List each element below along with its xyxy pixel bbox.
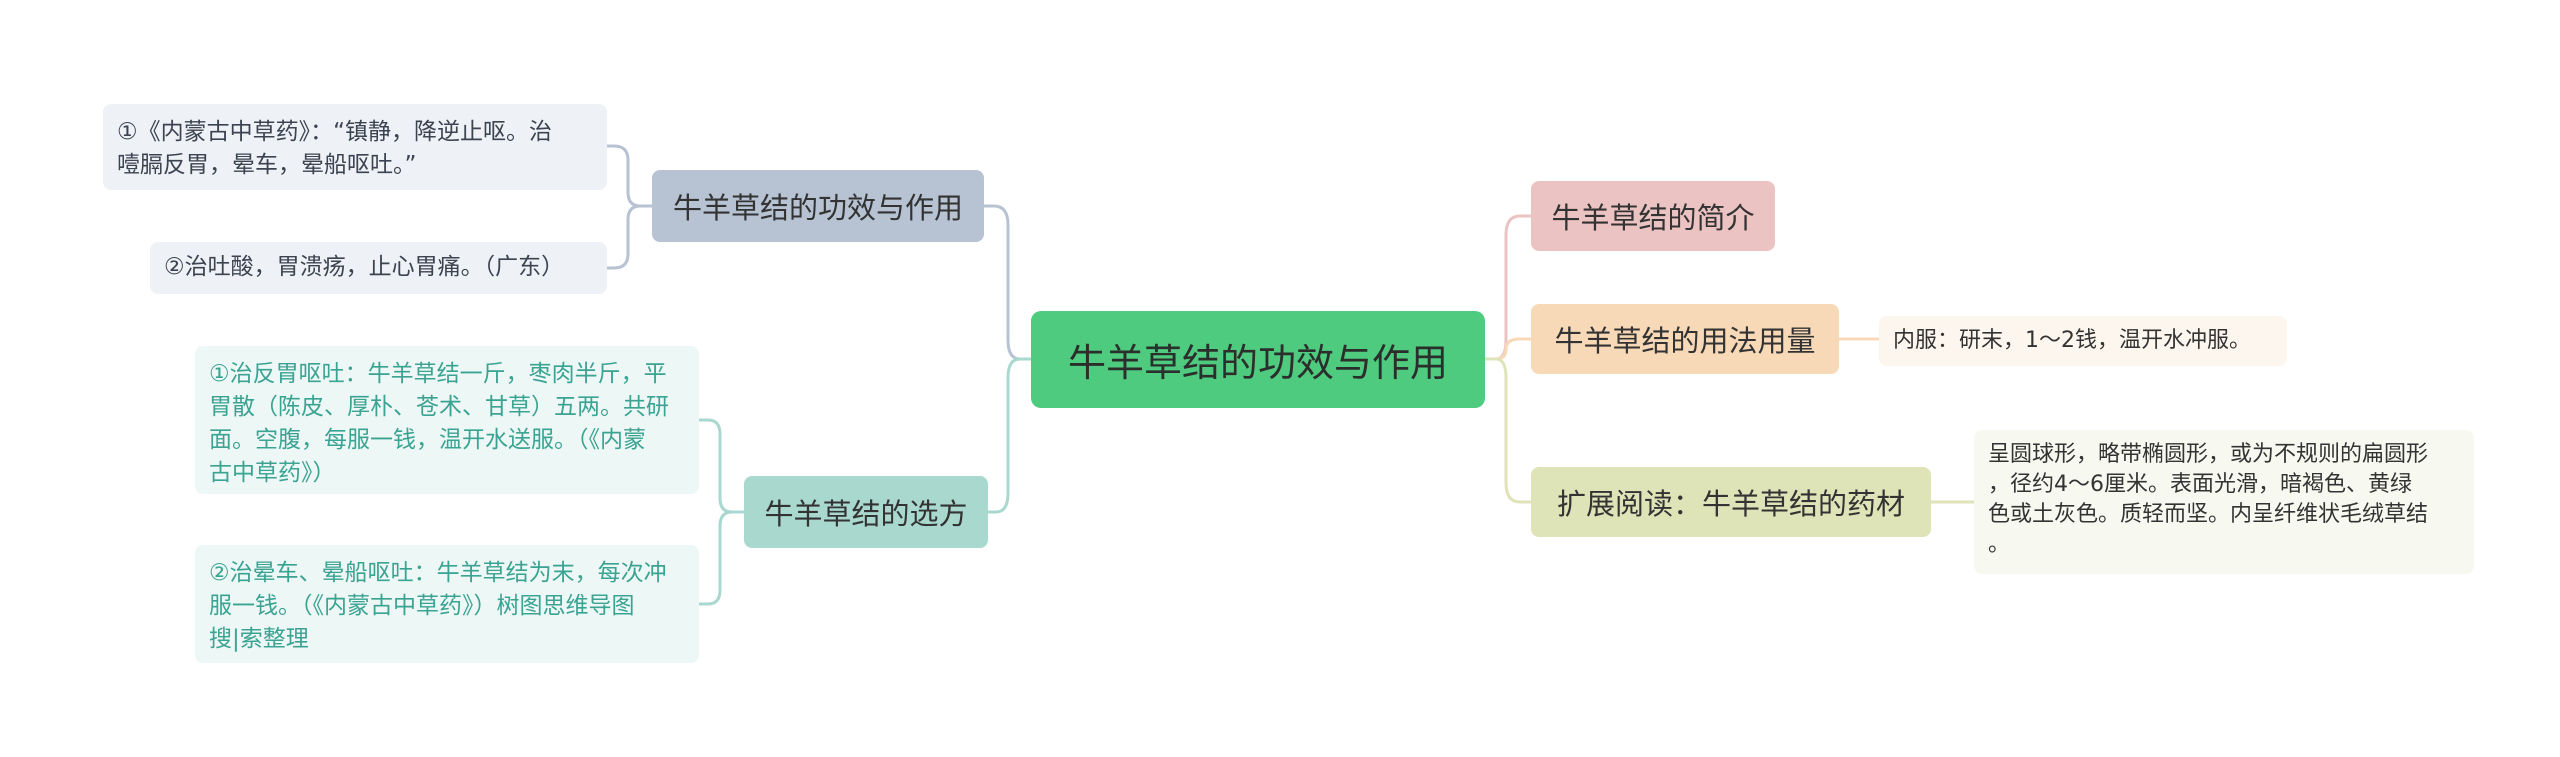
leaf-line: 呈圆球形，略带椭圆形，或为不规则的扁圆形 (1988, 442, 2429, 467)
leaf-line: 胃散（陈皮、厚朴、苍术、甘草）五两。共研 (209, 394, 669, 420)
branch-jianjie[interactable]: 牛羊草结的简介 (1531, 181, 1775, 251)
leaf-line: 色或土灰色。质轻而坚。内呈纤维状毛绒草结 (1988, 502, 2429, 527)
leaf-line: 搜|索整理 (209, 626, 309, 652)
root-topic[interactable]: 牛羊草结的功效与作用 (1031, 311, 1485, 408)
link-gongxiao-leaf2 (605, 204, 654, 270)
link-xuanfang-leaf2 (697, 510, 746, 606)
link-root-gongxiao (982, 204, 1033, 361)
link-root-xuanfang (986, 357, 1033, 514)
branch-gongxiao[interactable]: 牛羊草结的功效与作用 (652, 170, 984, 242)
branch-kuozhan[interactable]: 扩展阅读：牛羊草结的药材 (1531, 467, 1931, 537)
leaf-line: 内服：研末，1～2钱，温开水冲服。 (1893, 328, 2251, 353)
leaf-gongxiao-1[interactable]: ①《内蒙古中草药》：“镇静，降逆止呕。治 噎膈反胃，晕车，晕船呕吐。” (103, 104, 607, 190)
leaf-line: 面。空腹，每服一钱，温开水送服。（《内蒙 (209, 427, 646, 453)
leaf-line: ②治晕车、晕船呕吐：牛羊草结为末，每次冲 (209, 560, 667, 586)
leaf-line: 噎膈反胃，晕车，晕船呕吐。” (117, 152, 417, 178)
leaf-line: 古中草药》） (209, 460, 336, 486)
link-gongxiao-leaf1 (605, 144, 654, 208)
leaf-yongfa-1[interactable]: 内服：研末，1～2钱，温开水冲服。 (1879, 316, 2287, 366)
leaf-line: 。 (1988, 532, 2011, 557)
link-root-kuozhan (1483, 357, 1533, 504)
link-xuanfang-leaf1 (697, 418, 746, 514)
leaf-gongxiao-2[interactable]: ②治吐酸，胃溃疡，止心胃痛。（广东） (150, 242, 607, 294)
leaf-kuozhan-1[interactable]: 呈圆球形，略带椭圆形，或为不规则的扁圆形 ，径约4～6厘米。表面光滑，暗褐色、黄… (1974, 430, 2474, 574)
branch-xuanfang[interactable]: 牛羊草结的选方 (744, 476, 988, 548)
leaf-line: ①《内蒙古中草药》：“镇静，降逆止呕。治 (117, 119, 553, 145)
branch-yongfa[interactable]: 牛羊草结的用法用量 (1531, 304, 1839, 374)
link-root-yongfa (1483, 337, 1533, 361)
leaf-xuanfang-1[interactable]: ①治反胃呕吐：牛羊草结一斤，枣肉半斤，平 胃散（陈皮、厚朴、苍术、甘草）五两。共… (195, 346, 699, 494)
leaf-line: ，径约4～6厘米。表面光滑，暗褐色、黄绿 (1988, 472, 2412, 497)
leaf-line: ①治反胃呕吐：牛羊草结一斤，枣肉半斤，平 (209, 361, 667, 387)
leaf-line: ②治吐酸，胃溃疡，止心胃痛。（广东） (164, 254, 565, 280)
leaf-xuanfang-2[interactable]: ②治晕车、晕船呕吐：牛羊草结为末，每次冲 服一钱。（《内蒙古中草药》）树图思维导… (195, 545, 699, 663)
leaf-line: 服一钱。（《内蒙古中草药》）树图思维导图 (209, 593, 635, 619)
